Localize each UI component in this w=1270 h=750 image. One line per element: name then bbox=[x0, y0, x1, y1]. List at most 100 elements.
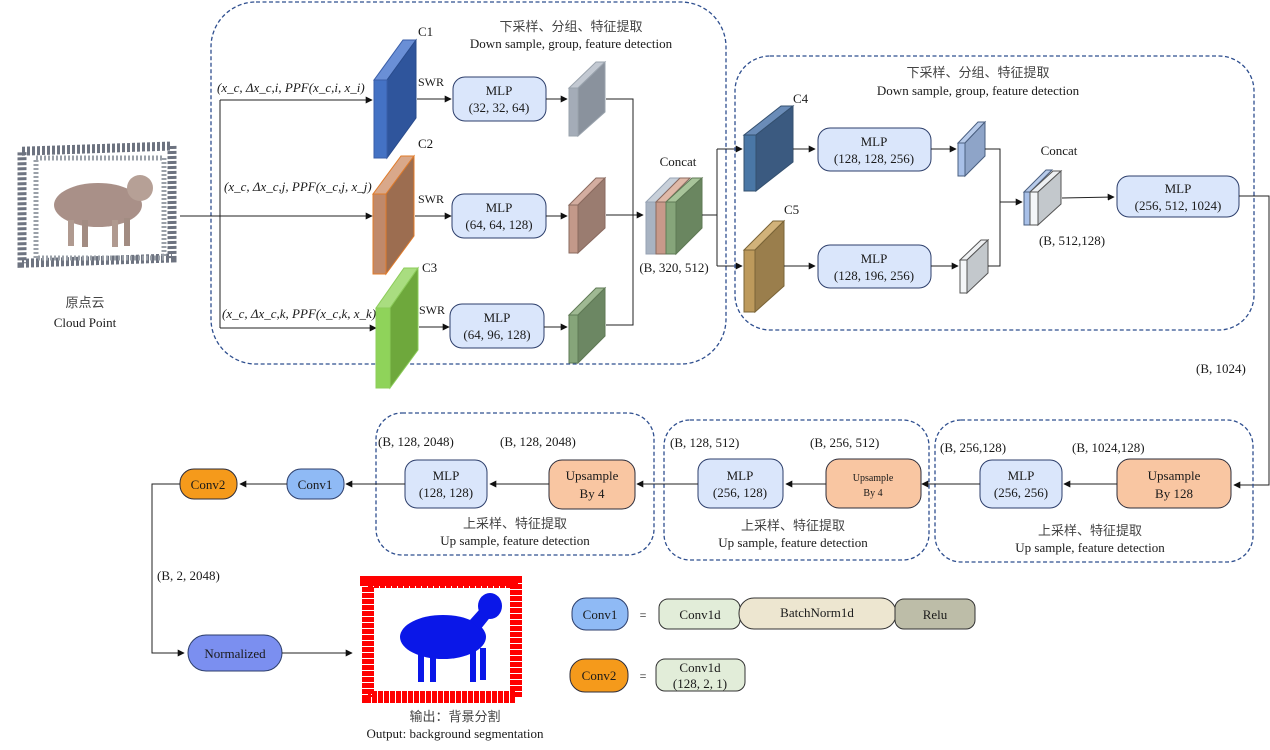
conv-block-c3 bbox=[375, 266, 419, 390]
output-label-cn: 输出：背景分割 bbox=[409, 709, 500, 725]
concat-block-1 bbox=[644, 176, 704, 256]
concat-label-1: Concat bbox=[660, 154, 697, 169]
conv-label-c4: C4 bbox=[793, 91, 809, 106]
input-point-cloud: 原点云 Cloud Point bbox=[17, 141, 177, 330]
svg-text:Conv2: Conv2 bbox=[582, 668, 617, 683]
upsample-2-in-shape: (B, 256, 512) bbox=[810, 435, 879, 450]
upsample-2-title-en: Up sample, feature detection bbox=[718, 535, 868, 550]
module-1-title-en: Down sample, group, feature detection bbox=[470, 36, 673, 51]
upsample-1-out-shape: (B, 128, 2048) bbox=[378, 434, 454, 449]
swr-label-1: SWR bbox=[418, 75, 444, 89]
legend: Conv1 = Conv1d BatchNorm1d Relu Conv2 = … bbox=[569, 597, 976, 693]
mlp-block-up1: MLP (128, 128) bbox=[404, 459, 488, 509]
segmented-sheep-icon bbox=[400, 593, 502, 682]
input-label-cn: 原点云 bbox=[65, 296, 104, 311]
conv1-block: Conv1 bbox=[286, 468, 345, 500]
upsample-3-border bbox=[934, 419, 1254, 563]
conv-block-c4 bbox=[742, 104, 795, 193]
swr-label-3: SWR bbox=[419, 303, 445, 317]
svg-text:MLP: MLP bbox=[861, 251, 888, 266]
svg-text:(32, 32, 64): (32, 32, 64) bbox=[469, 100, 530, 115]
module-2-title-cn: 下采样、分组、特征提取 bbox=[906, 65, 1049, 81]
global-feature-shape: (B, 1024) bbox=[1196, 361, 1246, 376]
normalized-block: Normalized bbox=[187, 634, 283, 672]
upsample-2-title-cn: 上采样、特征提取 bbox=[741, 518, 845, 534]
svg-text:(64, 96, 128): (64, 96, 128) bbox=[463, 327, 530, 342]
concat-shape-1: (B, 320, 512) bbox=[639, 260, 708, 275]
downsample-module-2: 下采样、分组、特征提取 Down sample, group, feature … bbox=[734, 55, 1255, 331]
upsample-block-2: Upsample By 4 bbox=[825, 458, 922, 509]
legend-equals-1: = bbox=[640, 608, 647, 622]
upsample-3-out-shape: (B, 256,128) bbox=[940, 440, 1006, 455]
legend-conv1d: Conv1d bbox=[658, 598, 741, 630]
branch-1-input-label: (x_c, Δx_c,i, PPF(x_c,i, x_i) bbox=[217, 80, 365, 95]
svg-text:MLP: MLP bbox=[861, 134, 888, 149]
legend-relu: Relu bbox=[894, 598, 976, 630]
conv-label-c3: C3 bbox=[422, 260, 437, 275]
svg-text:Upsample: Upsample bbox=[853, 473, 894, 484]
upsample-2-out-shape: (B, 128, 512) bbox=[670, 435, 739, 450]
feature-block-3 bbox=[567, 286, 607, 365]
svg-text:By 4: By 4 bbox=[580, 486, 605, 501]
downsample-module-1: 下采样、分组、特征提取 Down sample, group, feature … bbox=[180, 1, 727, 390]
svg-text:Upsample: Upsample bbox=[1148, 468, 1201, 483]
conv-block-c1 bbox=[373, 38, 417, 160]
svg-text:Upsample: Upsample bbox=[566, 468, 619, 483]
feature-block-1 bbox=[567, 60, 607, 138]
upsample-module-2: (B, 128, 512) (B, 256, 512) Upsample By … bbox=[663, 419, 930, 561]
mlp-block-4: MLP (128, 128, 256) bbox=[817, 127, 932, 172]
svg-text:Conv1d: Conv1d bbox=[679, 607, 721, 622]
legend-conv1d-params: Conv1d (128, 2, 1) bbox=[655, 658, 746, 692]
upsample-3-title-cn: 上采样、特征提取 bbox=[1038, 523, 1142, 539]
feature-block-2 bbox=[567, 176, 607, 255]
conv2-output-shape: (B, 2, 2048) bbox=[157, 568, 220, 583]
mlp-block-final: MLP (256, 512, 1024) bbox=[1116, 175, 1240, 218]
upsample-2-border bbox=[663, 419, 930, 561]
upsample-1-in-shape: (B, 128, 2048) bbox=[500, 434, 576, 449]
svg-text:(128, 128, 256): (128, 128, 256) bbox=[834, 151, 914, 166]
upsample-module-1: (B, 128, 2048) (B, 128, 2048) Upsample B… bbox=[375, 412, 655, 556]
svg-text:MLP: MLP bbox=[1008, 468, 1035, 483]
module-1-title-cn: 下采样、分组、特征提取 bbox=[499, 19, 642, 35]
svg-text:By 128: By 128 bbox=[1155, 486, 1193, 501]
svg-text:Relu: Relu bbox=[923, 607, 948, 622]
svg-text:(128, 128): (128, 128) bbox=[419, 485, 473, 500]
svg-text:BatchNorm1d: BatchNorm1d bbox=[780, 605, 854, 620]
svg-text:(256, 256): (256, 256) bbox=[994, 485, 1048, 500]
conv-block-c2 bbox=[372, 154, 415, 276]
svg-text:(128, 196, 256): (128, 196, 256) bbox=[834, 268, 914, 283]
segmented-background-icon bbox=[360, 576, 522, 703]
branch-2-input-label: (x_c, Δx_c,j, PPF(x_c,j, x_j) bbox=[224, 179, 372, 194]
svg-text:By 4: By 4 bbox=[863, 488, 882, 499]
svg-text:Conv1d: Conv1d bbox=[679, 660, 721, 675]
upsample-3-in-shape: (B, 1024,128) bbox=[1072, 440, 1145, 455]
concat-block-2 bbox=[1022, 169, 1063, 227]
svg-text:Normalized: Normalized bbox=[204, 646, 266, 661]
legend-batchnorm1d: BatchNorm1d bbox=[738, 597, 897, 630]
module-1-border bbox=[210, 1, 727, 365]
conv-label-c1: C1 bbox=[418, 24, 433, 39]
svg-text:Conv2: Conv2 bbox=[191, 477, 226, 492]
upsample-3-title-en: Up sample, feature detection bbox=[1015, 540, 1165, 555]
svg-text:(64, 64, 128): (64, 64, 128) bbox=[465, 217, 532, 232]
svg-text:(256, 512, 1024): (256, 512, 1024) bbox=[1135, 198, 1222, 213]
svg-text:MLP: MLP bbox=[1165, 181, 1192, 196]
svg-text:MLP: MLP bbox=[486, 200, 513, 215]
svg-text:(128, 2, 1): (128, 2, 1) bbox=[673, 676, 727, 691]
legend-conv2: Conv2 bbox=[569, 658, 629, 693]
conv-label-c2: C2 bbox=[418, 136, 433, 151]
input-label-en: Cloud Point bbox=[54, 315, 117, 330]
legend-conv1: Conv1 bbox=[571, 597, 629, 631]
output-segmentation: 输出：背景分割 Output: background segmentation bbox=[360, 576, 544, 741]
legend-equals-2: = bbox=[640, 669, 647, 683]
upsample-1-title-en: Up sample, feature detection bbox=[440, 533, 590, 548]
mlp-block-3: MLP (64, 96, 128) bbox=[449, 303, 545, 349]
concat-label-2: Concat bbox=[1041, 143, 1078, 158]
upsample-1-title-cn: 上采样、特征提取 bbox=[463, 516, 567, 532]
conv-block-c5 bbox=[742, 219, 786, 314]
svg-text:(256, 128): (256, 128) bbox=[713, 485, 767, 500]
conv-label-c5: C5 bbox=[784, 202, 799, 217]
cloud-frame-icon bbox=[17, 141, 177, 268]
output-label-en: Output: background segmentation bbox=[367, 726, 544, 741]
